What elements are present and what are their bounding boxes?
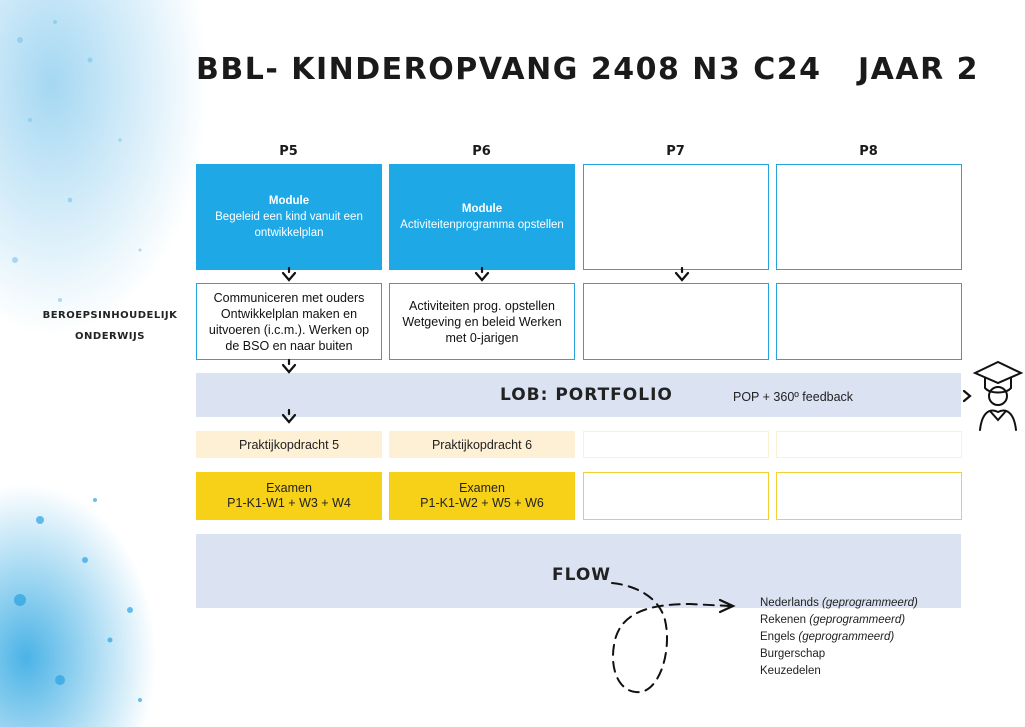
page-title: BBL- KINDEROPVANG 2408 N3 C24	[196, 52, 822, 87]
module-text: Begeleid een kind vanuit een ontwikkelpl…	[215, 211, 363, 239]
exam-card-p5: Examen P1-K1-W1 + W3 + W4	[196, 472, 382, 520]
period-header-p8: P8	[859, 144, 878, 159]
graduate-student-icon	[972, 360, 1024, 431]
module-card-p7	[583, 164, 769, 270]
flow-item: Engels (geprogrammeerd)	[760, 631, 895, 643]
chevron-down-icon	[474, 271, 490, 282]
exam-card-p8	[776, 472, 962, 520]
period-header-p5: P5	[279, 144, 298, 159]
praktijk-card-p6: Praktijkopdracht 6	[389, 431, 575, 458]
topic-card-p7	[583, 283, 769, 360]
module-heading: Module	[268, 195, 310, 207]
exam-line1: Examen	[266, 481, 312, 495]
topic-card-p8	[776, 283, 962, 360]
exam-line1: Examen	[459, 481, 505, 495]
flow-list: Nederlands (geprogrammeerd) Rekenen (gep…	[760, 595, 918, 680]
side-label-line1: BEROEPSINHOUDELIJK	[42, 310, 178, 321]
flow-item: Keuzedelen	[760, 665, 821, 677]
praktijk-card-p8	[776, 431, 962, 458]
arrow-right-icon	[718, 598, 736, 614]
module-heading: Module	[461, 203, 503, 215]
exam-card-p6: Examen P1-K1-W2 + W5 + W6	[389, 472, 575, 520]
flow-band	[196, 534, 961, 608]
side-label-line2: ONDERWIJS	[75, 331, 145, 342]
exam-line2: P1-K1-W2 + W5 + W6	[420, 496, 544, 510]
chevron-down-icon	[674, 271, 690, 282]
lob-band	[196, 373, 961, 417]
module-card-p5: Module Begeleid een kind vanuit een ontw…	[196, 164, 382, 270]
praktijk-card-p7	[583, 431, 769, 458]
chevron-down-icon	[281, 363, 297, 374]
flow-item: Burgerschap	[760, 648, 826, 660]
year-label: JAAR 2	[858, 52, 980, 87]
module-card-p8	[776, 164, 962, 270]
exam-card-p7	[583, 472, 769, 520]
module-text: Activiteitenprogramma opstellen	[400, 219, 564, 231]
flow-title: FLOW	[552, 565, 612, 585]
flow-item: Nederlands (geprogrammeerd)	[760, 597, 918, 609]
period-header-p7: P7	[666, 144, 685, 159]
lob-title: LOB: PORTFOLIO	[500, 385, 673, 405]
topic-card-p6: Activiteiten prog. opstellen Wetgeving e…	[389, 283, 575, 360]
module-card-p6: Module Activiteitenprogramma opstellen	[389, 164, 575, 270]
period-header-p6: P6	[472, 144, 491, 159]
flow-item: Rekenen (geprogrammeerd)	[760, 614, 906, 626]
lob-subtitle: POP + 360º feedback	[733, 390, 854, 404]
exam-line2: P1-K1-W1 + W3 + W4	[227, 496, 351, 510]
chevron-down-icon	[281, 271, 297, 282]
praktijk-card-p5: Praktijkopdracht 5	[196, 431, 382, 458]
arrow-right-icon	[962, 389, 972, 403]
topic-card-p5: Communiceren met ouders Ontwikkelplan ma…	[196, 283, 382, 360]
chevron-down-icon	[281, 413, 297, 424]
